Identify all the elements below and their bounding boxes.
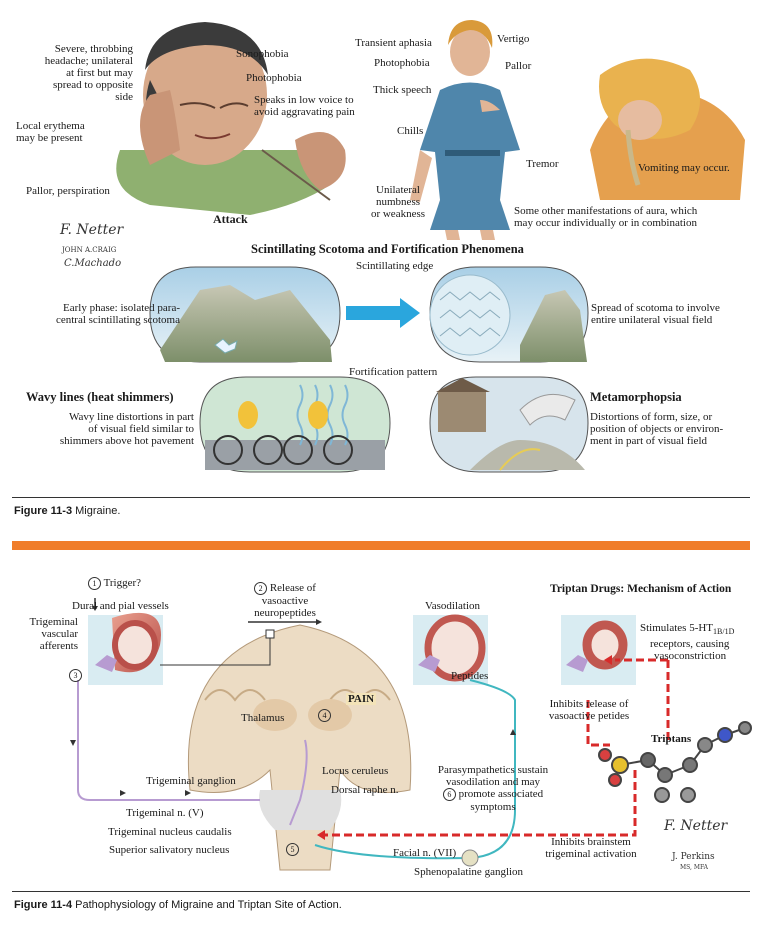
label-parasympathetics: Parasympathetics sustain vasodilation an… — [437, 764, 549, 813]
figure-11-4-caption: Figure 11-4 Pathophysiology of Migraine … — [14, 899, 342, 911]
triptan-vessel-panel — [561, 615, 636, 685]
caption-rule-1 — [12, 497, 750, 498]
label-vertigo: Vertigo — [497, 33, 530, 45]
label-trigeminal-nerve: Trigeminal n. (V) — [126, 807, 204, 819]
label-photophobia: Photophobia — [246, 72, 302, 84]
label-trigeminal-caudalis: Trigeminal nucleus caudalis — [108, 826, 232, 838]
label-trigger: 1 Trigger? — [88, 577, 141, 590]
dural-vessel-panel — [88, 612, 163, 685]
label-dural-vessels: Dural and pial vessels — [72, 600, 169, 612]
caption-rule-2 — [12, 891, 750, 892]
label-release-neuropeptides: 2 Release of vasoactive neuropeptides — [254, 582, 316, 619]
step-3-marker: 3 — [69, 669, 82, 682]
label-sphenopalatine: Sphenopalatine ganglion — [414, 866, 524, 878]
aura-woman-illustration — [410, 20, 520, 240]
label-locus-ceruleus: Locus ceruleus — [322, 765, 389, 777]
progression-arrow — [346, 298, 420, 328]
label-vasodilation: Vasodilation — [425, 600, 480, 612]
scotoma-spread-view — [429, 266, 589, 363]
triptan-molecule — [598, 721, 752, 803]
label-facial-nerve: Facial n. (VII) — [393, 847, 457, 859]
label-early-phase: Early phase: isolated para- central scin… — [55, 302, 180, 326]
label-spread: Spread of scotoma to involve entire unil… — [591, 302, 720, 326]
section-divider — [12, 541, 750, 550]
label-thick-speech: Thick speech — [373, 84, 432, 96]
headache-woman-illustration — [116, 22, 346, 215]
label-wavy-desc: Wavy line distortions in part of visual … — [59, 411, 194, 447]
wavy-title: Wavy lines (heat shimmers) — [26, 390, 174, 404]
signature-perkins-degree: MS, MFA — [680, 864, 708, 871]
vasodilation-vessel-panel — [413, 614, 488, 685]
scotoma-early-view — [149, 266, 341, 363]
step-4-marker: 4 — [318, 709, 331, 722]
metamorphopsia-view — [429, 376, 589, 473]
label-inhibits-release: Inhibits release of vasoactive petides — [548, 698, 630, 722]
triptan-title: Triptan Drugs: Mechanism of Action — [550, 583, 732, 595]
step-5-marker: 5 — [286, 843, 299, 856]
label-photophobia-aura: Photophobia — [374, 57, 430, 69]
label-inhibits-brainstem: Inhibits brainstem trigeminal activation — [545, 836, 637, 860]
label-erythema: Local erythema may be present — [16, 120, 85, 144]
label-triptans: Triptans — [651, 733, 692, 745]
trigeminal-pathway — [77, 680, 260, 801]
signature-craig: JOHN A.CRAIG — [62, 246, 117, 254]
label-trigeminal-ganglion: Trigeminal ganglion — [146, 775, 236, 787]
vomiting-woman-illustration — [590, 58, 745, 200]
parasympathetic-pathway — [314, 679, 516, 860]
label-vomiting: Vomiting may occur. — [638, 162, 730, 174]
label-superior-salivatory: Superior salivatory nucleus — [109, 844, 230, 856]
label-fortification: Fortification pattern — [349, 366, 438, 378]
label-speaks: Speaks in low voice to avoid aggravating… — [254, 94, 355, 118]
label-transient-aphasia: Transient aphasia — [355, 37, 432, 49]
label-stimulates: Stimulates 5-HT1B/1D receptors, causing … — [640, 622, 735, 663]
figure-11-3-caption: Figure 11-3 Migraine. — [14, 505, 121, 517]
label-peptides: Peptides — [451, 670, 489, 682]
label-pain: PAIN — [346, 693, 377, 705]
label-pallor-perspiration: Pallor, perspiration — [26, 185, 110, 197]
signature-netter-2: F. Netter — [664, 818, 728, 834]
label-aura-note: Some other manifestations of aura, which… — [514, 205, 698, 229]
signature-perkins: J. Perkins — [672, 852, 715, 862]
label-thalamus: Thalamus — [241, 712, 285, 724]
label-attack: Attack — [213, 212, 248, 226]
label-tremor: Tremor — [526, 158, 559, 170]
label-dorsal-raphe: Dorsal raphe n. — [331, 784, 399, 796]
label-numbness: Unilateral numbness or weakness — [370, 184, 426, 220]
label-headache: Severe, throbbing headache; unilateral a… — [44, 43, 133, 103]
signature-machado: C.Machado — [64, 258, 122, 269]
label-chills: Chills — [397, 125, 424, 137]
wavy-lines-view — [199, 376, 391, 473]
label-scintillating-edge: Scintillating edge — [356, 260, 434, 272]
label-meta-desc: Distortions of form, size, or position o… — [590, 411, 724, 447]
scotoma-title: Scintillating Scotoma and Fortification … — [251, 242, 524, 256]
label-pallor: Pallor — [505, 60, 532, 72]
label-trigeminal-afferents: Trigeminal vascular afferents — [29, 616, 79, 652]
triptan-action-lines — [325, 658, 670, 837]
label-sonophobia: Sonophobia — [236, 48, 289, 60]
signature-netter: F. Netter — [60, 222, 124, 238]
metamorphopsia-title: Metamorphopsia — [590, 390, 682, 404]
